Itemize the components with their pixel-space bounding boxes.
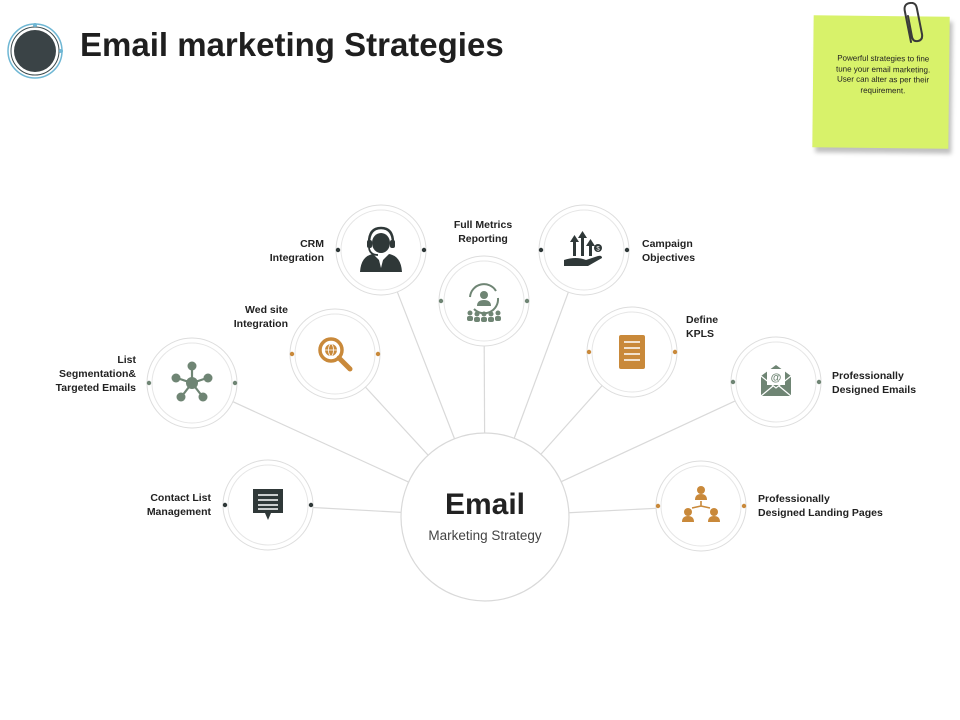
strategy-node [586,306,678,398]
node-label-list-segmentation: List Segmentation& Targeted Emails [55,354,136,394]
connector-line [232,401,409,483]
connector-line [568,507,657,514]
strategy-node [655,460,747,552]
hierarchy-icon [682,486,720,522]
connector-lines [232,291,736,514]
strategy-node [222,459,314,551]
connector-line [365,386,429,456]
node-label-landing-pages: Professionally Designed Landing Pages [758,493,883,519]
page-title: Email marketing Strategies [80,26,504,63]
strategy-node [289,308,381,400]
network-icon [171,361,213,402]
strategy-node: $ [538,204,630,296]
svg-text:$: $ [596,247,600,253]
strategy-node [335,204,427,296]
strategy-node [146,337,238,429]
strategy-node: @ [730,336,822,428]
web-search-icon [318,337,353,372]
center-subtitle: Marketing Strategy [428,528,542,543]
logo-icon [7,23,63,79]
paperclip-icon [903,2,924,43]
node-label-define-kpls: Define KPLS [686,314,719,340]
email-envelope-icon: @ [760,365,792,397]
connector-line [513,291,569,439]
strategy-node [438,255,530,347]
connector-line [540,385,603,455]
headset-agent-icon [360,226,402,272]
growth-hand-icon: $ [564,231,602,266]
node-label-full-metrics: Full Metrics Reporting [453,219,513,245]
svg-text:@: @ [771,372,782,384]
center-title: Email [444,488,526,521]
connector-line [560,400,736,483]
connector-line [312,506,402,513]
speech-bubble-list-icon [253,489,283,520]
node-label-website-integration: Wed site Integration [233,304,288,330]
node-label-designed-emails: Professionally Designed Emails [832,370,917,396]
node-label-campaign-objectives: Campaign Objectives [642,238,696,264]
document-icon [619,335,645,369]
node-label-contact-list: Contact List Management [146,492,211,518]
team-user-icon [467,283,501,322]
connector-line [396,291,456,439]
node-label-crm-integration: CRM Integration [269,238,324,264]
center-circle [400,432,570,602]
